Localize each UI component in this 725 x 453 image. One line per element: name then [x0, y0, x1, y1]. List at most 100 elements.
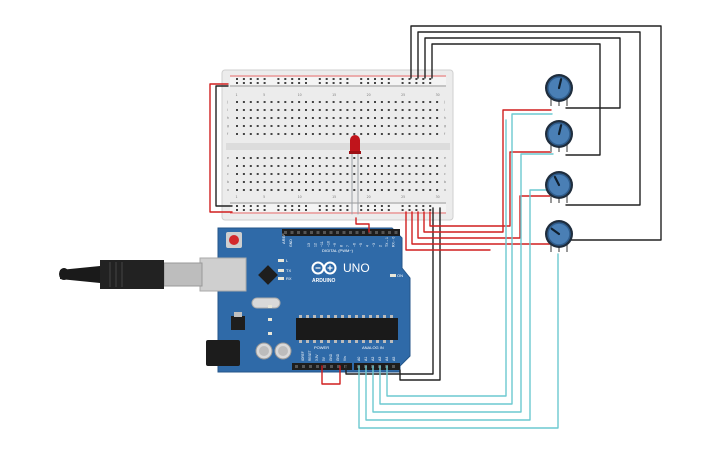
- breadboard-hole[interactable]: [332, 157, 335, 159]
- breadboard-hole[interactable]: [305, 189, 307, 191]
- breadboard-hole[interactable]: [339, 181, 342, 183]
- rail-hole[interactable]: [236, 82, 238, 84]
- breadboard-hole[interactable]: [367, 173, 370, 175]
- breadboard-hole[interactable]: [277, 181, 280, 183]
- breadboard-hole[interactable]: [305, 181, 307, 183]
- breadboard-hole[interactable]: [236, 117, 238, 119]
- breadboard-hole[interactable]: [263, 173, 266, 175]
- black-wire[interactable]: [399, 207, 441, 381]
- breadboard-hole[interactable]: [401, 133, 404, 135]
- header-pin[interactable]: [375, 231, 378, 234]
- breadboard-hole[interactable]: [311, 173, 314, 175]
- breadboard-hole[interactable]: [291, 109, 294, 111]
- rail-hole[interactable]: [325, 82, 328, 84]
- rail-hole[interactable]: [298, 78, 301, 80]
- breadboard-hole[interactable]: [311, 189, 314, 191]
- breadboard-hole[interactable]: [436, 165, 439, 167]
- breadboard-hole[interactable]: [242, 133, 245, 135]
- breadboard-hole[interactable]: [346, 125, 349, 127]
- breadboard-hole[interactable]: [305, 125, 307, 127]
- rail-hole[interactable]: [408, 209, 411, 211]
- breadboard-hole[interactable]: [360, 165, 363, 167]
- breadboard-hole[interactable]: [318, 165, 321, 167]
- header-pin[interactable]: [392, 365, 395, 368]
- breadboard-hole[interactable]: [249, 109, 252, 111]
- breadboard-hole[interactable]: [339, 165, 342, 167]
- rail-hole[interactable]: [415, 78, 418, 80]
- black-wire[interactable]: [431, 43, 601, 156]
- breadboard-hole[interactable]: [367, 101, 370, 103]
- breadboard-hole[interactable]: [311, 181, 314, 183]
- red-wire[interactable]: [355, 217, 370, 233]
- red-wire[interactable]: [423, 109, 552, 233]
- breadboard-hole[interactable]: [339, 173, 342, 175]
- rail-hole[interactable]: [256, 82, 259, 84]
- breadboard-hole[interactable]: [256, 117, 259, 119]
- rail-hole[interactable]: [339, 82, 342, 84]
- rail-hole[interactable]: [401, 205, 404, 207]
- breadboard-hole[interactable]: [325, 117, 328, 119]
- rail-hole[interactable]: [360, 209, 363, 211]
- rail-hole[interactable]: [305, 78, 307, 80]
- breadboard-hole[interactable]: [346, 109, 349, 111]
- led-body[interactable]: [350, 135, 360, 152]
- breadboard-hole[interactable]: [277, 125, 280, 127]
- breadboard-hole[interactable]: [291, 133, 294, 135]
- breadboard-hole[interactable]: [249, 101, 252, 103]
- rail-hole[interactable]: [318, 82, 321, 84]
- rail-hole[interactable]: [263, 209, 266, 211]
- breadboard-hole[interactable]: [394, 101, 397, 103]
- rail-hole[interactable]: [277, 82, 280, 84]
- breadboard-hole[interactable]: [305, 101, 307, 103]
- breadboard-hole[interactable]: [332, 117, 335, 119]
- breadboard-hole[interactable]: [270, 181, 273, 183]
- breadboard-hole[interactable]: [429, 181, 432, 183]
- breadboard-hole[interactable]: [236, 165, 238, 167]
- breadboard-hole[interactable]: [236, 181, 238, 183]
- rail-hole[interactable]: [422, 205, 425, 207]
- breadboard-hole[interactable]: [408, 125, 411, 127]
- header-pin[interactable]: [323, 231, 326, 234]
- red-wire[interactable]: [209, 83, 233, 213]
- rail-hole[interactable]: [249, 78, 252, 80]
- rail-hole[interactable]: [325, 209, 328, 211]
- breadboard-hole[interactable]: [277, 101, 280, 103]
- rail-hole[interactable]: [325, 205, 328, 207]
- breadboard-hole[interactable]: [408, 157, 411, 159]
- breadboard-hole[interactable]: [256, 133, 259, 135]
- breadboard-hole[interactable]: [325, 189, 328, 191]
- breadboard-hole[interactable]: [387, 189, 390, 191]
- breadboard-hole[interactable]: [353, 157, 356, 159]
- rail-hole[interactable]: [408, 205, 411, 207]
- breadboard-hole[interactable]: [305, 157, 307, 159]
- breadboard-hole[interactable]: [408, 181, 411, 183]
- header-pin[interactable]: [337, 365, 340, 368]
- rail-hole[interactable]: [256, 209, 259, 211]
- breadboard-hole[interactable]: [401, 157, 404, 159]
- header-pin[interactable]: [388, 231, 391, 234]
- breadboard-hole[interactable]: [408, 165, 411, 167]
- breadboard-hole[interactable]: [387, 109, 390, 111]
- breadboard-hole[interactable]: [242, 101, 245, 103]
- breadboard-hole[interactable]: [332, 125, 335, 127]
- analog-header[interactable]: [354, 363, 400, 370]
- breadboard-hole[interactable]: [236, 173, 238, 175]
- breadboard-hole[interactable]: [284, 189, 287, 191]
- breadboard-hole[interactable]: [360, 117, 363, 119]
- breadboard-hole[interactable]: [422, 133, 425, 135]
- black-wire[interactable]: [345, 207, 434, 375]
- breadboard-hole[interactable]: [339, 133, 342, 135]
- breadboard-hole[interactable]: [298, 181, 301, 183]
- breadboard-hole[interactable]: [318, 117, 321, 119]
- breadboard-hole[interactable]: [346, 173, 349, 175]
- breadboard-hole[interactable]: [236, 133, 238, 135]
- breadboard-hole[interactable]: [298, 173, 301, 175]
- breadboard-hole[interactable]: [318, 101, 321, 103]
- rail-hole[interactable]: [401, 78, 404, 80]
- breadboard-hole[interactable]: [408, 109, 411, 111]
- rail-hole[interactable]: [401, 209, 404, 211]
- breadboard-hole[interactable]: [298, 109, 301, 111]
- breadboard-hole[interactable]: [415, 125, 418, 127]
- breadboard-hole[interactable]: [291, 157, 294, 159]
- breadboard-hole[interactable]: [298, 101, 301, 103]
